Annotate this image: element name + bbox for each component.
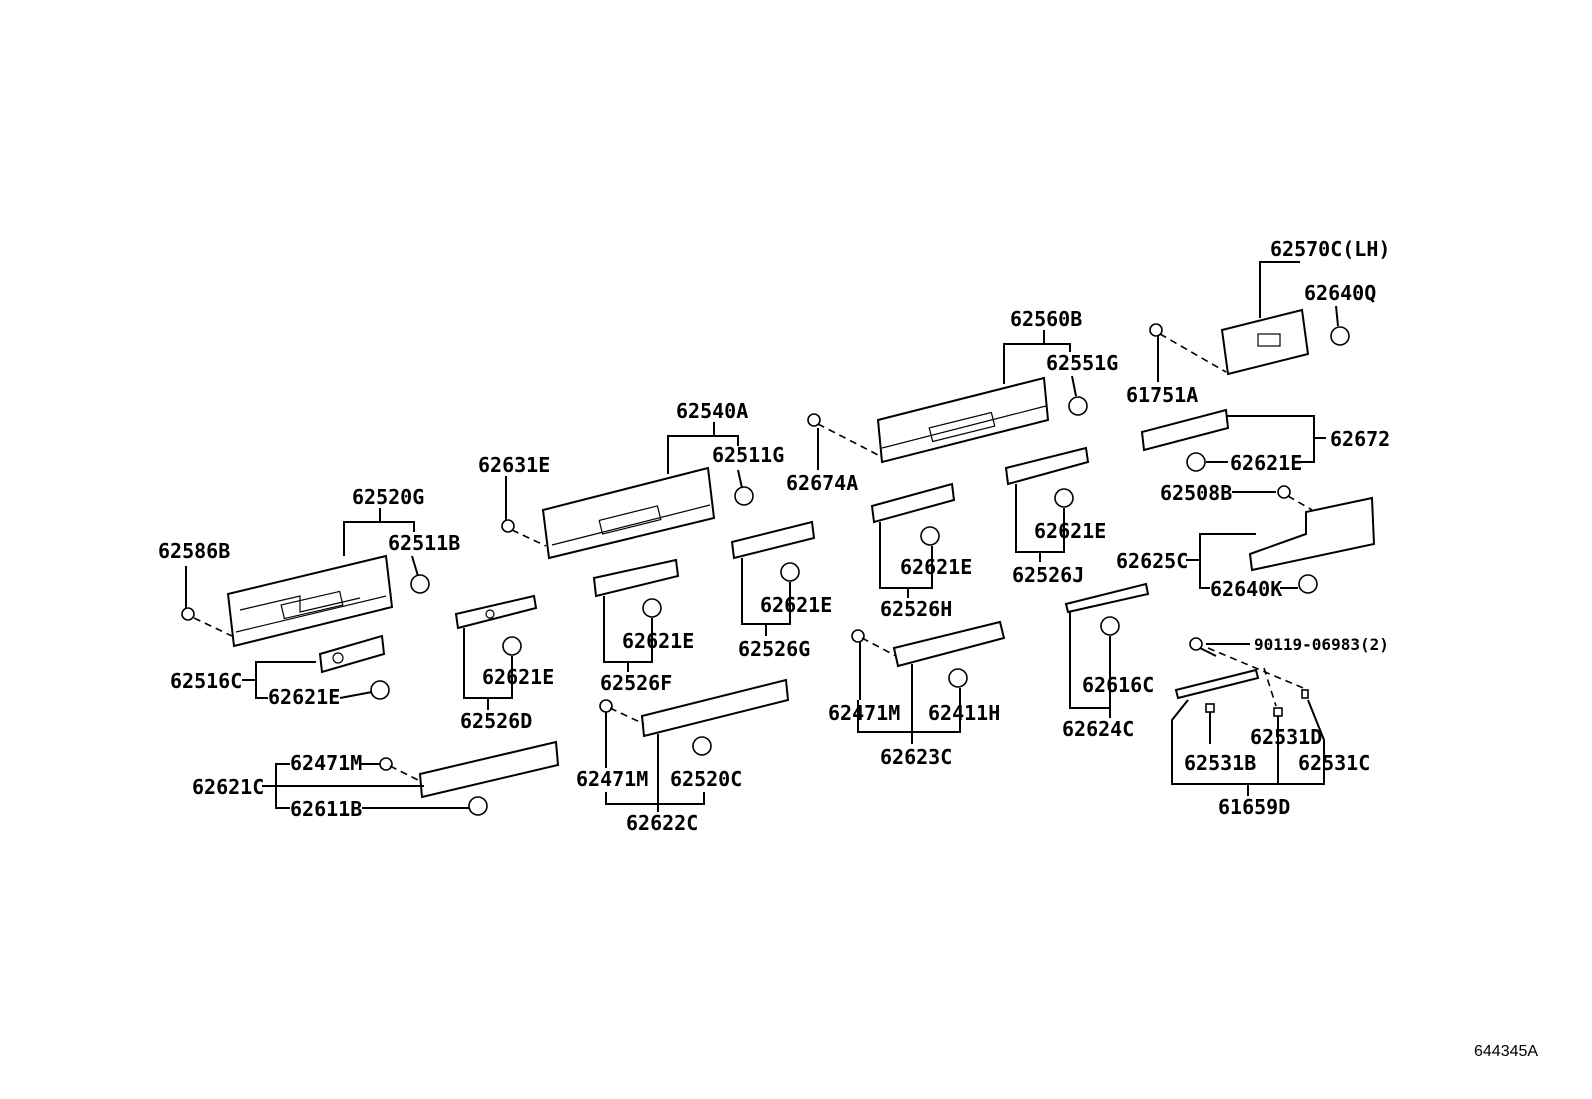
diagram-reference-id: 644345A — [1474, 1043, 1538, 1060]
panel-62526J — [1004, 446, 1090, 486]
panel-62520G — [226, 554, 394, 648]
label-62511G: 62511G — [712, 443, 784, 467]
label-62471M-a: 62471M — [828, 701, 900, 725]
label-61659D: 61659D — [1218, 795, 1290, 819]
panel-62623C — [892, 620, 1006, 668]
label-62621E-f: 62621E — [268, 685, 340, 709]
panel-62526D — [454, 594, 538, 630]
label-62511B: 62511B — [388, 531, 460, 555]
label-62611B: 62611B — [290, 797, 362, 821]
label-62624C: 62624C — [1062, 717, 1134, 741]
clip-62674A — [807, 413, 821, 427]
label-62621E-e: 62621E — [622, 629, 694, 653]
label-62621E-g: 62621E — [482, 665, 554, 689]
label-62471M-b: 62471M — [290, 751, 362, 775]
clip-62621E-b — [1054, 488, 1074, 508]
label-62411H: 62411H — [928, 701, 1000, 725]
label-62621E-a: 62621E — [1230, 451, 1302, 475]
label-62526H: 62526H — [880, 597, 952, 621]
label-62674A: 62674A — [786, 471, 858, 495]
clip-62551G — [1068, 396, 1088, 416]
label-62621C: 62621C — [192, 775, 264, 799]
label-62520C: 62520C — [670, 767, 742, 791]
clip-62471M-c — [599, 699, 613, 713]
clip-62511G — [734, 486, 754, 506]
clip-62621E-f — [370, 680, 390, 700]
label-62526J: 62526J — [1012, 563, 1084, 587]
label-62531B: 62531B — [1184, 751, 1256, 775]
label-62640Q: 62640Q — [1304, 281, 1376, 305]
label-62540A: 62540A — [676, 399, 748, 423]
clip-61751A — [1149, 323, 1163, 337]
clip-62640K — [1298, 574, 1318, 594]
label-62640K: 62640K — [1210, 577, 1282, 601]
clip-62621E-g — [502, 636, 522, 656]
clip-62411H — [948, 668, 968, 688]
label-62621E-c: 62621E — [900, 555, 972, 579]
label-90119: 90119-06983(2) — [1254, 635, 1389, 654]
clip-62616C — [1100, 616, 1120, 636]
clip-62621E-c — [920, 526, 940, 546]
panel-61659D — [1174, 668, 1309, 717]
clip-62640Q — [1330, 326, 1350, 346]
label-62586B: 62586B — [158, 539, 230, 563]
label-62531D: 62531D — [1250, 725, 1322, 749]
leader-lines — [185, 261, 1339, 812]
clip-62621E-e — [642, 598, 662, 618]
label-62516C: 62516C — [170, 669, 242, 693]
label-62570C-LH: 62570C(LH) — [1270, 237, 1390, 261]
label-62621E-d: 62621E — [760, 593, 832, 617]
screw-90119 — [1189, 637, 1217, 657]
clip-62611B — [468, 796, 488, 816]
label-62551G: 62551G — [1046, 351, 1118, 375]
clip-62586B — [181, 607, 195, 621]
clip-62520C — [692, 736, 712, 756]
clip-62631E — [501, 519, 515, 533]
panel-62540A — [541, 466, 716, 560]
label-62526D: 62526D — [460, 709, 532, 733]
label-62616C: 62616C — [1082, 673, 1154, 697]
label-62520G: 62520G — [352, 485, 424, 509]
label-62508B: 62508B — [1160, 481, 1232, 505]
label-62526F: 62526F — [600, 671, 672, 695]
clip-62471M-b — [379, 757, 393, 771]
label-62631E: 62631E — [478, 453, 550, 477]
label-62560B: 62560B — [1010, 307, 1082, 331]
panel-62621C — [418, 740, 560, 799]
panel-62570C — [1220, 308, 1310, 376]
label-62621E-b: 62621E — [1034, 519, 1106, 543]
label-62625C: 62625C — [1116, 549, 1188, 573]
label-62531C: 62531C — [1298, 751, 1370, 775]
panel-62526F — [592, 558, 680, 598]
panel-62516C — [318, 634, 386, 674]
label-62471M-c: 62471M — [576, 767, 648, 791]
panel-62526G — [730, 520, 816, 560]
panel-62622C — [640, 678, 790, 738]
label-62526G: 62526G — [738, 637, 810, 661]
label-62672: 62672 — [1330, 427, 1390, 451]
clip-62621E-a — [1186, 452, 1206, 472]
panel-62560B — [876, 376, 1050, 464]
clip-62511B — [410, 574, 430, 594]
panel-62624C — [1064, 582, 1150, 614]
label-61751A: 61751A — [1126, 383, 1198, 407]
clip-62508B — [1277, 485, 1291, 499]
panel-62625C — [1248, 496, 1376, 572]
assembly-lines — [193, 333, 1313, 783]
clip-62621E-d — [780, 562, 800, 582]
panel-62526H — [870, 482, 956, 524]
panel-62672 — [1140, 408, 1230, 452]
clip-62471M-a — [851, 629, 865, 643]
label-62622C: 62622C — [626, 811, 698, 835]
label-62623C: 62623C — [880, 745, 952, 769]
